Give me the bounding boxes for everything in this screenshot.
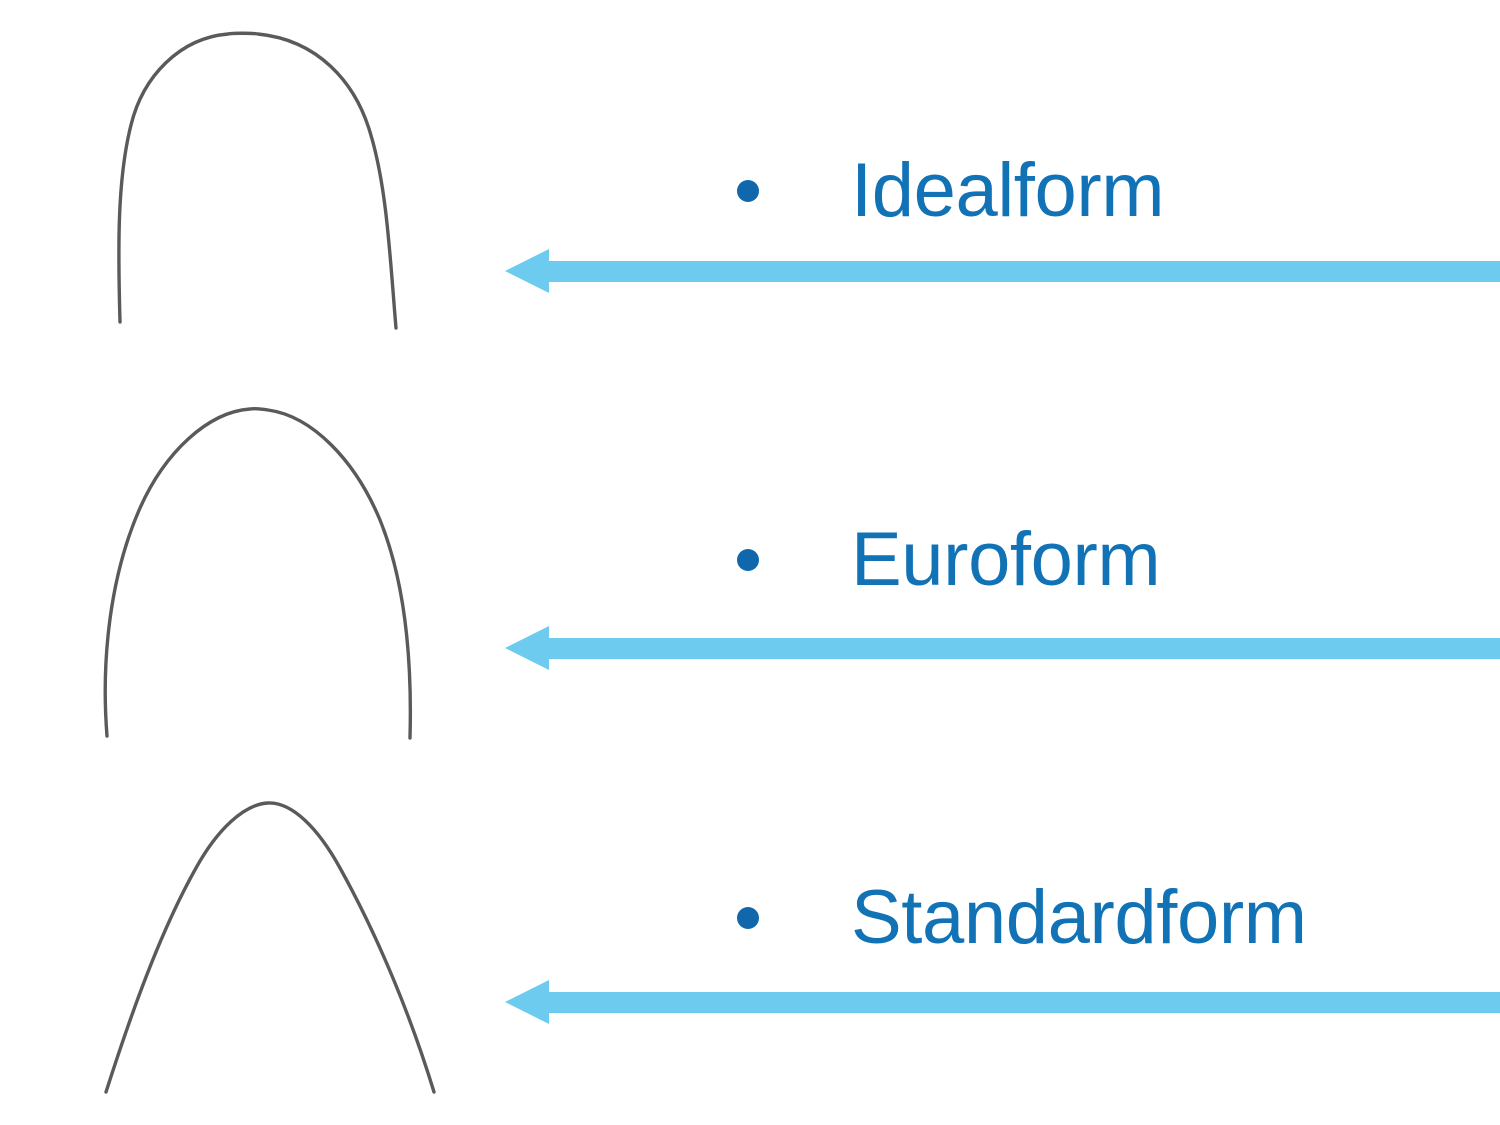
arch-euroform-drawing xyxy=(103,406,413,740)
arrow-idealform-shape xyxy=(505,249,1500,293)
bullet-dot-icon xyxy=(737,907,759,929)
arrow-euroform-shape xyxy=(505,626,1500,670)
bullet-dot-icon xyxy=(737,180,759,202)
list-item-label: Idealform xyxy=(851,148,1165,233)
list-item-label: Standardform xyxy=(851,875,1307,960)
arrow-standardform-shape xyxy=(505,980,1500,1024)
arrow-euroform xyxy=(505,623,1500,673)
arch-euroform xyxy=(0,398,500,748)
arch-idealform-wire xyxy=(117,31,398,330)
list-item-euroform: Euroform xyxy=(737,515,1161,605)
bullet-dot-icon xyxy=(737,549,759,571)
arch-euroform-wire xyxy=(103,406,413,740)
arch-idealform xyxy=(0,20,500,340)
list-item-standardform: Standardform xyxy=(737,873,1307,963)
arch-standardform-wire xyxy=(104,801,436,1094)
arrow-standardform xyxy=(505,977,1500,1027)
arch-standardform xyxy=(0,792,500,1097)
left-arrow-icon xyxy=(505,626,1500,670)
list-item-idealform: Idealform xyxy=(737,146,1165,236)
left-arrow-icon xyxy=(505,249,1500,293)
arrow-idealform xyxy=(505,246,1500,296)
arch-standardform-drawing xyxy=(104,801,436,1094)
list-item-label: Euroform xyxy=(851,517,1161,602)
arch-idealform-drawing xyxy=(117,31,398,330)
left-arrow-icon xyxy=(505,980,1500,1024)
